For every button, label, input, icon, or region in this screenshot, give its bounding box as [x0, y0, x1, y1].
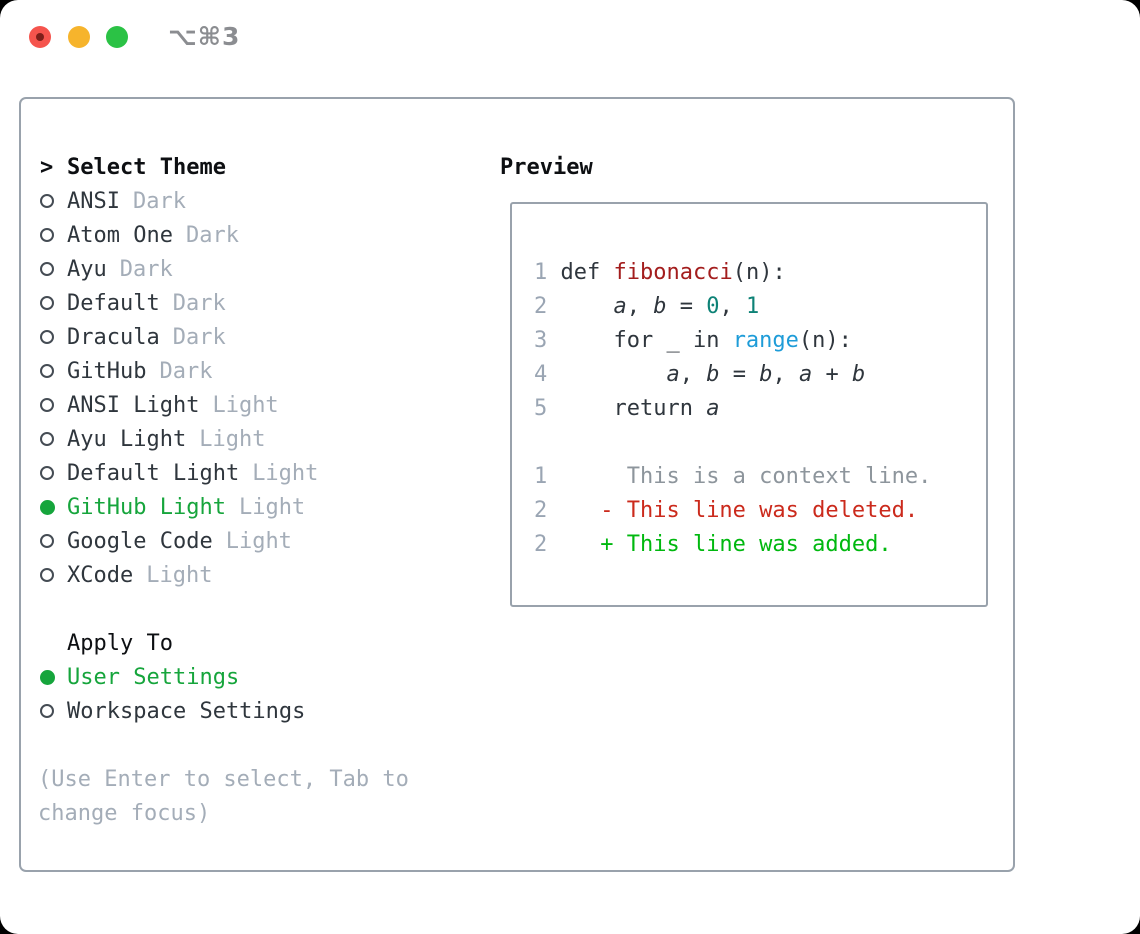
radio-icon: [40, 262, 54, 276]
close-dot-icon: [36, 33, 44, 41]
cursor-marker-icon: >: [40, 154, 54, 180]
theme-variant-tag: Dark: [172, 324, 226, 350]
radio-icon: [40, 534, 54, 548]
theme-item-label: Dracula: [67, 324, 160, 350]
code-line: 2 - This line was deleted.: [534, 498, 919, 523]
minimize-button[interactable]: [68, 26, 90, 48]
theme-item-label: ANSI: [67, 188, 120, 214]
preview-title: Preview: [500, 154, 593, 180]
apply-to-label: Apply To: [67, 630, 173, 656]
theme-item[interactable]: Dracula Dark: [40, 320, 409, 354]
theme-item[interactable]: Ayu Dark: [40, 252, 409, 286]
theme-item-label: ANSI Light: [67, 392, 200, 418]
preview-box: 1 def fibonacci(n): 2 a, b = 0, 1 3 for _ …: [510, 202, 988, 607]
theme-item[interactable]: Ayu Light Light: [40, 422, 409, 456]
theme-item-label: Default: [67, 290, 160, 316]
radio-icon: [40, 296, 54, 310]
code-line: 1 This is a context line.: [534, 464, 932, 489]
theme-item-label: Ayu: [67, 256, 107, 282]
hint-text: (Use Enter to select, Tab to change focus…: [38, 762, 409, 830]
theme-item-label: Google Code: [67, 528, 213, 554]
theme-item[interactable]: Default Light Light: [40, 456, 409, 490]
theme-item-label: GitHub: [67, 358, 147, 384]
theme-item[interactable]: Google Code Light: [40, 524, 409, 558]
theme-item[interactable]: XCode Light: [40, 558, 409, 592]
theme-item-label: Atom One: [67, 222, 173, 248]
radio-icon: [40, 704, 54, 718]
radio-icon: [40, 398, 54, 412]
code-line: [534, 426, 986, 460]
theme-variant-tag: Dark: [172, 290, 226, 316]
spacer: [40, 592, 409, 626]
theme-variant-tag: Dark: [119, 256, 173, 282]
code-line: 2 a, b = 0, 1: [534, 294, 760, 319]
theme-variant-tag: Dark: [159, 358, 213, 384]
theme-item[interactable]: ANSI Light Light: [40, 388, 409, 422]
code-line: 3 for _ in range(n):: [534, 328, 852, 353]
theme-item[interactable]: Atom One Dark: [40, 218, 409, 252]
radio-icon: [40, 466, 54, 480]
theme-item-label: Ayu Light: [67, 426, 187, 452]
apply-option[interactable]: User Settings: [40, 660, 409, 694]
theme-item[interactable]: Default Dark: [40, 286, 409, 320]
code-preview: 1 def fibonacci(n): 2 a, b = 0, 1 3 for _ …: [512, 204, 986, 562]
theme-item-label: GitHub Light: [67, 494, 226, 520]
radio-icon: [40, 364, 54, 378]
apply-option-label: User Settings: [67, 664, 240, 690]
radio-selected-icon: [40, 499, 55, 515]
theme-item-label: XCode: [67, 562, 134, 588]
apply-to-header: Apply To: [40, 626, 409, 660]
theme-variant-tag: Dark: [132, 188, 186, 214]
radio-icon: [40, 330, 54, 344]
code-line: 2 + This line was added.: [534, 532, 892, 557]
radio-icon: [40, 228, 54, 242]
theme-item-label: Default Light: [67, 460, 240, 486]
radio-icon: [40, 194, 54, 208]
theme-item[interactable]: GitHub Light Light: [40, 490, 409, 524]
hint-line: change focus): [38, 800, 211, 826]
zoom-button[interactable]: [106, 26, 128, 48]
code-line: 5 return a: [534, 396, 720, 421]
theme-variant-tag: Light: [252, 460, 319, 486]
radio-icon: [40, 568, 54, 582]
theme-variant-tag: Light: [212, 392, 279, 418]
theme-item[interactable]: GitHub Dark: [40, 354, 409, 388]
theme-variant-tag: Light: [238, 494, 306, 520]
apply-option[interactable]: Workspace Settings: [40, 694, 409, 728]
theme-item[interactable]: ANSI Dark: [40, 184, 409, 218]
radio-icon: [40, 432, 54, 446]
spacer: [40, 728, 409, 762]
window-title: ⌥⌘3: [168, 22, 241, 51]
hint-line: (Use Enter to select, Tab to: [38, 766, 409, 792]
select-theme-label: Select Theme: [67, 154, 226, 180]
theme-variant-tag: Light: [146, 562, 213, 588]
code-line: 4 a, b = b, a + b: [534, 362, 866, 387]
select-theme-header: > Select Theme: [40, 150, 409, 184]
theme-variant-tag: Light: [225, 528, 292, 554]
theme-variant-tag: Dark: [185, 222, 239, 248]
theme-variant-tag: Light: [199, 426, 266, 452]
apply-option-label: Workspace Settings: [67, 698, 306, 724]
radio-selected-icon: [40, 669, 55, 685]
close-button[interactable]: [29, 26, 51, 48]
code-line: 1 def fibonacci(n):: [534, 260, 786, 285]
